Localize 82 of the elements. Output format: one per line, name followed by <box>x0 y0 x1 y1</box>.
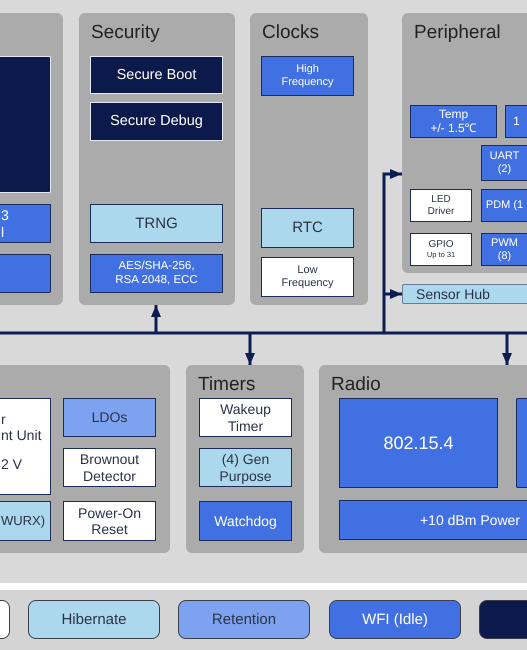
block-label: 802.15.4 <box>383 432 454 454</box>
block-label: r <box>1 411 6 428</box>
block-box <box>0 254 51 293</box>
block-label: Secure Debug <box>110 113 203 130</box>
block-box <box>505 105 527 138</box>
block-label: PWM (8) <box>490 236 519 262</box>
block-box <box>90 204 223 243</box>
block-box <box>481 145 527 181</box>
section-panel <box>0 365 170 553</box>
mode-box <box>0 600 10 639</box>
block-box <box>410 189 472 222</box>
block-label: +/- 1.5℃ <box>430 122 477 136</box>
block-label: Secure Boot <box>116 66 196 84</box>
block-label: 3 l <box>1 207 10 240</box>
mode-label: Hibernate <box>61 610 127 628</box>
block-box <box>90 254 223 293</box>
block-label: Watchdog <box>214 512 277 530</box>
block-box <box>516 398 527 488</box>
mode-box <box>28 600 160 639</box>
block-box <box>90 102 223 141</box>
block-box <box>261 56 354 96</box>
hub-bar <box>402 284 527 304</box>
block-box <box>0 204 51 243</box>
block-box <box>410 105 497 138</box>
mode-label: Retention <box>212 610 276 628</box>
block-label: GPIO <box>428 239 454 251</box>
panel-title: Peripheral <box>414 22 501 45</box>
arrow <box>502 333 512 365</box>
block-box <box>63 448 156 487</box>
block-label: 1 <box>513 114 520 128</box>
arrow <box>245 333 255 365</box>
block-label: Temp <box>438 108 468 122</box>
block-box <box>63 398 156 437</box>
block-box <box>481 189 527 222</box>
block-label: +10 dBm Power <box>420 512 520 528</box>
panel-title: Security <box>91 22 160 45</box>
block-box <box>90 56 223 94</box>
block-label: Sensor Hub <box>416 286 490 302</box>
block-label: 2 V <box>1 456 22 472</box>
panel-title: Timers <box>198 374 256 397</box>
section-panel <box>402 13 527 273</box>
mode-box <box>329 600 461 639</box>
block-label: LDOs <box>92 409 128 426</box>
block-label: nt Unit <box>1 427 42 444</box>
block-label: WURX) <box>1 514 46 528</box>
block-box <box>0 56 51 193</box>
block-label: Wakeup Timer <box>219 401 272 434</box>
block-box <box>339 500 527 540</box>
block-label: High Frequency <box>280 63 334 89</box>
block-label: LED Driver <box>426 194 456 217</box>
section-panel <box>186 365 304 553</box>
arrow <box>151 305 161 333</box>
section-panel <box>79 13 235 305</box>
block-box <box>63 501 156 541</box>
block-label: TRNG <box>135 214 178 232</box>
section-panel <box>0 13 63 305</box>
block-box <box>199 448 292 487</box>
block-box <box>199 501 292 541</box>
mode-box <box>178 600 310 639</box>
block-box <box>339 398 498 488</box>
panel-title: Clocks <box>262 22 320 45</box>
mode-label: WFI (Idle) <box>362 610 428 628</box>
block-label: AES/SHA-256, RSA 2048, ECC <box>114 260 199 287</box>
block-label: Power-On Reset <box>76 504 142 538</box>
section-panel <box>319 365 527 553</box>
block-box <box>199 398 292 437</box>
block-label: UART (2) <box>488 150 520 176</box>
block-box <box>0 501 51 541</box>
arrow <box>382 289 402 333</box>
block-box <box>410 233 472 266</box>
block-box <box>261 257 354 297</box>
block-label: Low Frequency <box>280 264 334 290</box>
block-box <box>261 208 354 248</box>
section-panel <box>250 13 368 305</box>
block-label: PDM (1 <box>486 199 524 212</box>
mode-box <box>479 600 527 639</box>
block-box <box>0 398 51 495</box>
block-label: (4) Gen Purpose <box>218 451 273 484</box>
block-box <box>481 233 527 266</box>
block-label: RTC <box>292 219 323 237</box>
block-label: Brownout Detector <box>78 451 140 484</box>
panel-title: Radio <box>331 374 381 397</box>
